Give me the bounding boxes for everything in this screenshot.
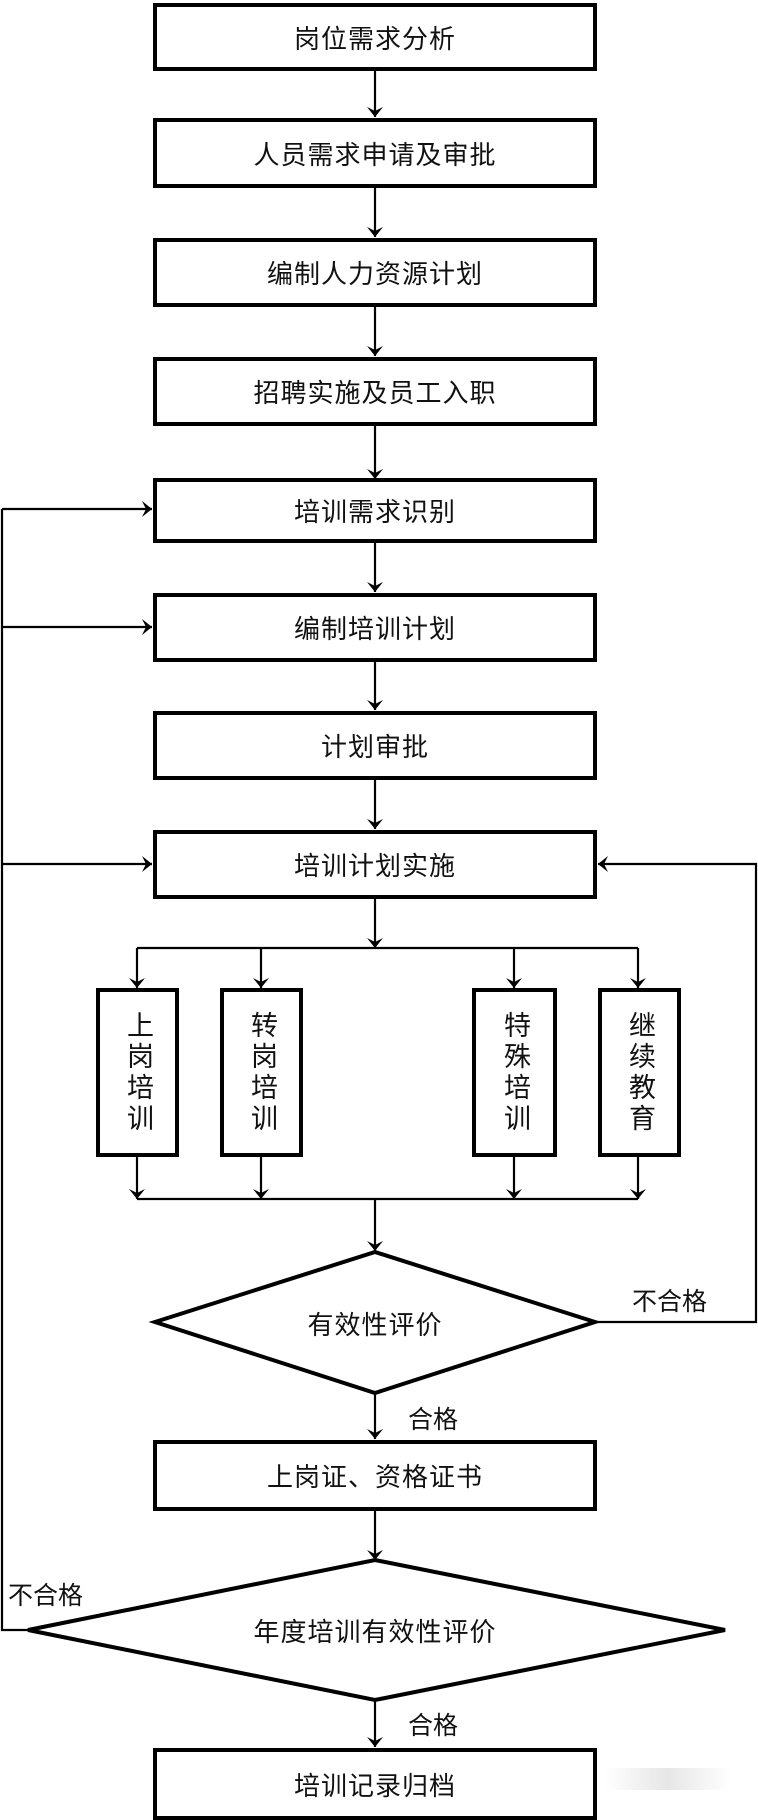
watermark (605, 1768, 730, 1790)
step-plan-approval: 计划审批 (153, 711, 597, 780)
step-label: 培训记录归档 (293, 1771, 456, 1802)
step-label: 上岗证、资格证书 (266, 1463, 483, 1493)
training-type-onboarding: 上岗培训 (96, 988, 179, 1157)
step-job-demand-analysis: 岗位需求分析 (153, 3, 597, 71)
arrow-d1-fail-s8 (595, 856, 758, 1324)
step-hr-plan: 编制人力资源计划 (153, 238, 597, 307)
training-type-transfer: 转岗培训 (220, 988, 303, 1157)
training-type-label: 上岗培训 (122, 1010, 153, 1135)
decision-1-fail-label: 不合格 (632, 1287, 708, 1316)
step-archive-records: 培训记录归档 (153, 1748, 597, 1820)
step-training-plan: 编制培训计划 (153, 593, 597, 662)
step-certificate: 上岗证、资格证书 (153, 1440, 597, 1511)
decision-2-shape (27, 1557, 726, 1703)
step-label: 岗位需求分析 (293, 24, 456, 55)
step-plan-implementation: 培训计划实施 (153, 830, 597, 899)
feedback-left-line (0, 509, 28, 1632)
step-recruitment-onboarding: 招聘实施及员工入职 (153, 357, 597, 426)
training-type-label: 特殊培训 (499, 1010, 530, 1135)
training-type-special: 特殊培训 (472, 988, 557, 1157)
step-label: 培训计划实施 (293, 852, 456, 882)
training-type-label: 转岗培训 (246, 1010, 277, 1135)
step-training-needs: 培训需求识别 (153, 478, 597, 543)
training-type-label: 继续教育 (624, 1010, 655, 1135)
decision-1-label: 有效性评价 (307, 1310, 443, 1341)
step-label: 招聘实施及员工入职 (253, 379, 497, 409)
step-label: 编制人力资源计划 (266, 260, 483, 290)
training-type-continuing-education: 继续教育 (598, 988, 681, 1157)
decision-2-fail-label: 不合格 (8, 1581, 84, 1610)
step-label: 计划审批 (320, 733, 429, 763)
decision-1-pass-label: 合格 (408, 1405, 459, 1434)
decision-2-pass-label: 合格 (408, 1711, 459, 1740)
step-label: 编制培训计划 (293, 615, 456, 645)
step-staffing-request-approval: 人员需求申请及审批 (153, 118, 597, 188)
step-label: 人员需求申请及审批 (253, 140, 497, 171)
decision-1-shape (148, 1249, 602, 1396)
decision-2-label: 年度培训有效性评价 (253, 1617, 497, 1648)
step-label: 培训需求识别 (293, 498, 456, 528)
